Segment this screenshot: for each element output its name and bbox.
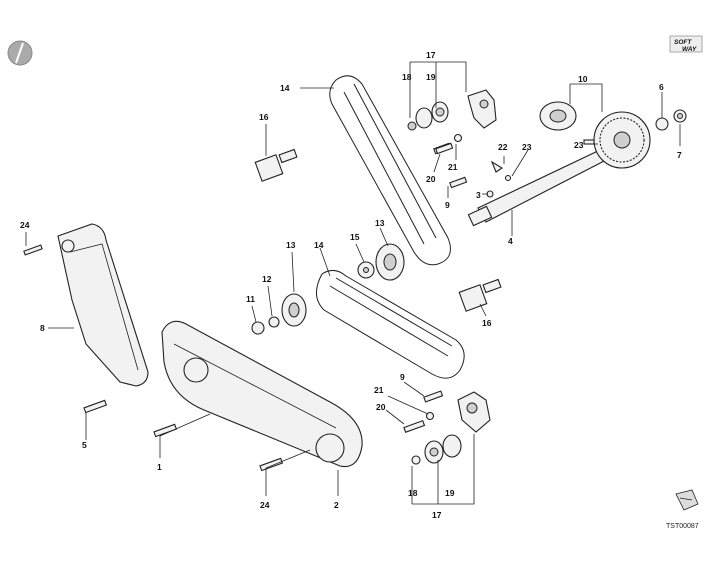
callout-8: 8 <box>40 323 45 333</box>
lower-idler-assembly <box>403 390 491 465</box>
callout-22: 22 <box>498 142 508 152</box>
callout-11: 11 <box>246 294 255 304</box>
front-belt-cover <box>161 320 363 468</box>
callout-24-left: 24 <box>20 220 30 230</box>
callout-10: 10 <box>578 74 588 84</box>
callout-13-right: 13 <box>375 218 385 228</box>
callout-17-top: 17 <box>426 50 436 60</box>
callout-20-top: 20 <box>426 174 436 184</box>
logo-line2: WAY <box>682 46 697 53</box>
lower-timing-belt <box>316 270 465 379</box>
callout-9-bottom: 9 <box>400 372 405 382</box>
callout-21-top: 21 <box>448 162 458 172</box>
callout-19-bottom: 19 <box>445 488 455 498</box>
callout-2: 2 <box>334 500 339 510</box>
callout-23-right: 23 <box>574 140 584 150</box>
upper-timing-belt <box>329 75 451 266</box>
callout-16-bottom: 16 <box>482 318 492 328</box>
callout-7: 7 <box>677 150 682 160</box>
callout-23-left: 23 <box>522 142 532 152</box>
callout-21-bottom: 21 <box>374 385 384 395</box>
callout-15: 15 <box>350 232 360 242</box>
bolts <box>23 142 454 472</box>
leader-lines <box>25 61 681 505</box>
softway-logo: SOFT WAY <box>669 35 703 53</box>
callout-24-bottom: 24 <box>260 500 270 510</box>
callout-14-top: 14 <box>280 83 290 93</box>
callout-6: 6 <box>659 82 664 92</box>
callout-3: 3 <box>476 190 481 200</box>
spacer-upper <box>254 148 298 182</box>
direction-arrow-icon <box>675 489 699 511</box>
camshaft-assembly <box>467 101 687 227</box>
rear-belt-cover <box>57 223 149 387</box>
spacer-lower <box>458 278 502 312</box>
callout-13-left: 13 <box>286 240 296 250</box>
callout-18-bottom: 18 <box>408 488 418 498</box>
upper-idler-assembly <box>407 89 497 189</box>
callout-14-mid: 14 <box>314 240 324 250</box>
callout-20-bottom: 20 <box>376 402 386 412</box>
drawing-code: TST00087 <box>666 523 699 530</box>
logo-line1: SOFT <box>674 39 692 46</box>
callout-17-bottom: 17 <box>432 510 442 520</box>
callout-19-top: 19 <box>426 72 436 82</box>
callout-labels: 17 18 19 10 6 7 14 16 23 22 23 21 20 3 9… <box>20 50 682 520</box>
callout-1: 1 <box>157 462 162 472</box>
callout-16-top: 16 <box>259 112 269 122</box>
callout-9-top: 9 <box>445 200 450 210</box>
callout-18-top: 18 <box>402 72 412 82</box>
category-disc-icon <box>7 40 33 66</box>
callout-12: 12 <box>262 274 272 284</box>
middle-pulleys <box>251 243 405 335</box>
callout-5: 5 <box>82 440 87 450</box>
callout-4: 4 <box>508 236 513 246</box>
